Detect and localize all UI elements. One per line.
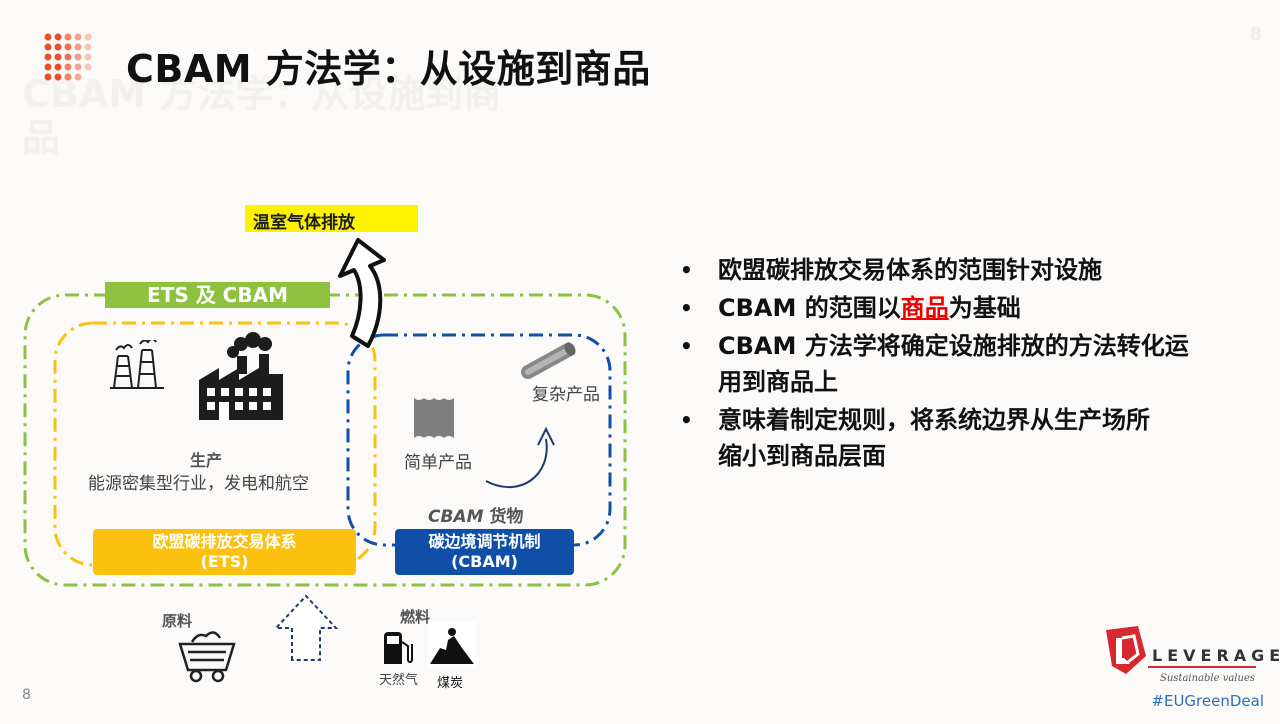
cbam-box-line2: (CBAM) (451, 552, 518, 571)
bullet-1-text: 欧盟碳排放交易体系的范围针对设施 (718, 256, 1102, 284)
simple-product-label: 简单产品 (404, 453, 472, 473)
bullet-2-pre: CBAM 的范围以 (718, 294, 901, 322)
cbam-goods-label: CBAM 货物 (428, 502, 523, 527)
emission-arrow-icon (338, 238, 386, 348)
coal-label: 煤炭 (437, 676, 464, 691)
ets-box-line1: 欧盟碳排放交易体系 (152, 532, 297, 551)
bullet-2: • CBAM 的范围以商品为基础 (680, 290, 1260, 326)
ets-box: 欧盟碳排放交易体系 (ETS) (93, 529, 356, 575)
complex-product-label: 复杂产品 (532, 385, 600, 405)
cbam-goods-suffix: 货物 (489, 507, 524, 527)
bullet-list: • 欧盟碳排放交易体系的范围针对设施 • CBAM 的范围以商品为基础 • CB… (680, 252, 1260, 476)
eu-green-deal-hashtag: #EUGreenDeal (1151, 692, 1264, 710)
ghost-title: CBAM 方法学：从设施到商品 (22, 72, 502, 160)
page-corner-number: 8 (1249, 24, 1262, 45)
cbam-box: 碳边境调节机制 (CBAM) (395, 529, 574, 575)
cbam-goods-prefix: CBAM (428, 507, 484, 527)
raw-material-label: 原料 (162, 612, 193, 630)
coal-pile-icon (428, 622, 476, 668)
curved-arrow-icon (485, 426, 555, 488)
leverage-logo-icon (1106, 626, 1146, 674)
fuel-pump-icon (384, 632, 413, 664)
bullet-3-line2: 用到商品上 (718, 368, 838, 396)
mine-cart-icon (178, 631, 236, 683)
fuel-label: 燃料 (400, 608, 431, 626)
bullet-marker: • (680, 408, 693, 432)
bullet-4-line1: 意味着制定规则，将系统边界从生产场所 (718, 406, 1150, 434)
cbam-box-line1: 碳边境调节机制 (428, 532, 541, 551)
production-title: 生产 (190, 451, 223, 470)
dot-grid-icon (44, 33, 92, 81)
slide-title: CBAM 方法学：从设施到商品 (126, 47, 651, 91)
leverage-logo-tagline: Sustainable values (1160, 673, 1255, 684)
bullet-marker: • (680, 334, 693, 358)
ghg-emissions-label: 温室气体排放 (245, 205, 418, 233)
bullet-4-line2: 缩小到商品层面 (718, 442, 886, 470)
bullet-3: • CBAM 方法学将确定设施排放的方法转化运 用到商品上 (680, 328, 1260, 400)
chimney-icon (110, 340, 164, 389)
page-number: 8 (22, 687, 31, 703)
bullet-marker: • (680, 258, 693, 282)
natural-gas-label: 天然气 (379, 673, 419, 688)
leverage-logo-name: LEVERAGE (1152, 646, 1280, 665)
ets-box-line2: (ETS) (200, 552, 249, 571)
factory-icon (199, 332, 283, 420)
logo-divider (1148, 666, 1256, 668)
ets-cbam-label: ETS 及 CBAM (105, 282, 330, 308)
bullet-2-highlight: 商品 (900, 294, 949, 322)
pipe-icon (521, 342, 576, 379)
bullet-1: • 欧盟碳排放交易体系的范围针对设施 (680, 252, 1260, 288)
input-arrow-icon (274, 594, 338, 661)
bullet-marker: • (680, 296, 693, 320)
bullet-2-post: 为基础 (948, 294, 1021, 322)
bullet-3-line1: CBAM 方法学将确定设施排放的方法转化运 (718, 332, 1189, 360)
production-description: 能源密集型行业，发电和航空 (88, 474, 309, 494)
bullet-4: • 意味着制定规则，将系统边界从生产场所 缩小到商品层面 (680, 402, 1260, 474)
sheet-metal-icon (414, 398, 454, 438)
